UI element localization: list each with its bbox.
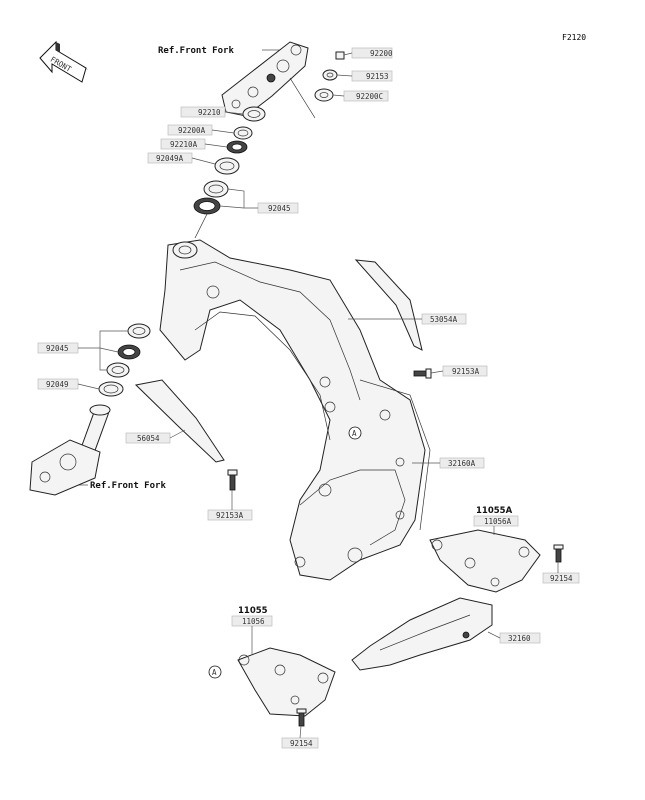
washer-92200c-shape xyxy=(314,88,334,102)
part-label-92154-right: 92154 xyxy=(542,562,580,584)
part-label-92200c: 92200C xyxy=(332,90,389,102)
assembly-label-11055a: 11055A xyxy=(476,506,513,516)
part-label-11056: 11056 xyxy=(231,615,273,655)
svg-text:32160A: 32160A xyxy=(448,459,476,468)
part-label-92153: 92153 xyxy=(336,70,393,82)
ref-front-fork-top: Ref.Front Fork xyxy=(158,46,234,56)
svg-text:11055A: 11055A xyxy=(476,506,513,516)
svg-text:92210A: 92210A xyxy=(170,140,198,149)
bolt-92153a-right xyxy=(413,368,432,379)
svg-text:92049: 92049 xyxy=(46,380,69,389)
part-label-92153a-bottom: 92153A xyxy=(207,490,253,521)
part-label-32160: 32160 xyxy=(487,631,541,644)
nut-92153-shape xyxy=(322,69,338,81)
steering-stem xyxy=(29,404,111,496)
svg-text:92049A: 92049A xyxy=(156,154,184,163)
svg-text:92153: 92153 xyxy=(366,72,389,81)
part-label-92210: 92210 xyxy=(180,106,244,118)
bolt-92154-right xyxy=(553,544,564,563)
upper-triple-clamp xyxy=(221,41,316,119)
callout-a-frame xyxy=(348,426,362,440)
svg-text:11056A: 11056A xyxy=(484,517,512,526)
stem-washers xyxy=(193,106,266,239)
part-label-92045-left: 92045 xyxy=(37,330,128,371)
svg-text:92154: 92154 xyxy=(550,574,573,583)
svg-text:92045: 92045 xyxy=(46,344,69,353)
part-label-56054: 56054 xyxy=(125,429,186,444)
svg-text:92045: 92045 xyxy=(268,204,291,213)
svg-text:92200C: 92200C xyxy=(356,92,383,101)
part-label-92200: 92200 xyxy=(343,47,393,59)
main-frame xyxy=(159,239,431,581)
part-label-53054a: 53054A xyxy=(348,313,467,325)
svg-text:92153A: 92153A xyxy=(452,367,480,376)
front-arrow-icon: FRONT xyxy=(39,40,88,83)
part-label-92200a: 92200A xyxy=(167,124,235,136)
svg-text:11056: 11056 xyxy=(242,617,265,626)
diagram-code: F2120 xyxy=(562,33,586,42)
svg-text:92154: 92154 xyxy=(290,739,313,748)
rear-frame-32160 xyxy=(351,597,493,671)
part-label-92210a: 92210A xyxy=(160,138,228,150)
bracket-11056a xyxy=(429,529,541,593)
svg-text:92200: 92200 xyxy=(370,49,393,58)
part-label-92045-top: 92045 xyxy=(219,188,299,214)
lower-bearings xyxy=(98,323,151,397)
part-label-92049: 92049 xyxy=(37,378,100,390)
part-label-32160a: 32160A xyxy=(412,457,485,469)
svg-text:11055: 11055 xyxy=(238,606,268,616)
svg-text:92153A: 92153A xyxy=(216,511,244,520)
part-label-92049a: 92049A xyxy=(147,152,216,165)
side-cover-56054 xyxy=(134,379,225,463)
part-label-92154-bottom: 92154 xyxy=(281,725,319,749)
assembly-label-11055: 11055 xyxy=(238,606,268,616)
svg-text:32160: 32160 xyxy=(508,634,531,643)
part-label-92153a-right: 92153A xyxy=(430,365,488,377)
callout-a-bracket-label: A xyxy=(212,668,217,677)
bolt-92154-bottom xyxy=(296,708,307,727)
side-cover-53054a xyxy=(354,259,423,351)
bracket-11056 xyxy=(237,647,336,717)
svg-text:92210: 92210 xyxy=(198,108,221,117)
callout-a-bracket xyxy=(208,665,222,679)
svg-text:92200A: 92200A xyxy=(178,126,206,135)
cap-92200-shape xyxy=(335,51,345,60)
part-label-11056a: 11056A xyxy=(473,515,519,535)
svg-text:53054A: 53054A xyxy=(430,315,458,324)
svg-text:56054: 56054 xyxy=(137,434,160,443)
bolt-92153a-bottom xyxy=(227,469,238,491)
ref-front-fork-bottom: Ref.Front Fork xyxy=(90,481,166,491)
callout-a-frame-label: A xyxy=(352,429,357,438)
